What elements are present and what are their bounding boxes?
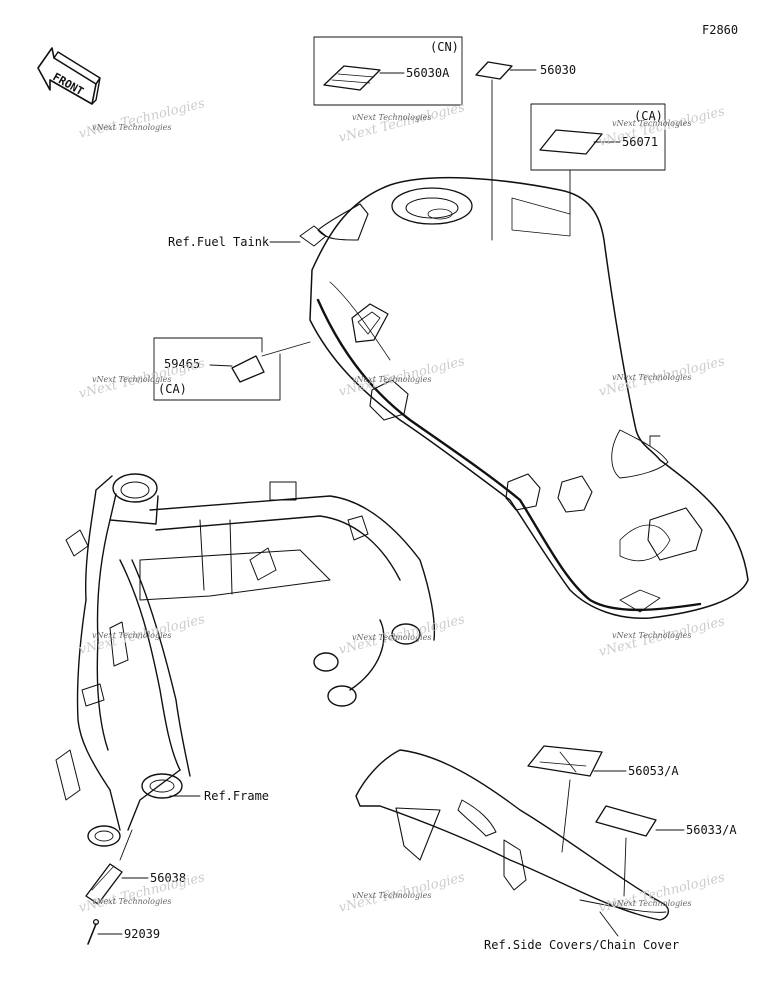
part-group-56053a: 56053/A [527,745,679,853]
watermark-text: vNext Technologies [352,633,431,642]
ref-frame-label[interactable]: Ref.Frame [204,789,269,803]
ref-fuel-tank-label[interactable]: Ref.Fuel Taink [168,235,270,249]
part-number-56053a[interactable]: 56053/A [628,764,679,778]
watermark-shadow: vNext Technologies [337,100,466,146]
frame-drawing: Ref.Frame [55,473,436,847]
watermark-text: vNext Technologies [352,375,431,384]
part-group-56030: 56030 [475,61,576,241]
part-group-56071: (CA) 56071 [530,103,666,215]
part-number-56030a[interactable]: 56030A [406,66,450,80]
part-number-56071[interactable]: 56071 [622,135,658,149]
part-group-56038: 56038 [85,829,186,905]
watermark-text: vNext Technologies [352,891,431,900]
region-ca-label-top: (CA) [634,109,663,123]
watermark-text: vNext Technologies [612,631,691,640]
watermark-text: vNext Technologies [92,897,171,906]
chain-cover-drawing: Ref.Side Covers/Chain Cover [355,749,679,952]
part-group-92039: 92039 [87,918,160,945]
watermark-shadow: vNext Technologies [597,870,726,916]
part-group-59465: 59465 (CA) [153,337,311,401]
watermark-text: vNext Technologies [92,631,171,640]
fuel-tank-drawing: Ref.Fuel Taink [168,176,749,619]
part-group-56030a: (CN) 56030A [313,36,463,106]
part-group-56033a: 56033/A [595,805,737,897]
region-cn-label: (CN) [430,40,459,54]
part-number-56033a[interactable]: 56033/A [686,823,737,837]
watermark-layer: vNext Technologies vNext Technologies vN… [77,96,726,916]
part-number-59465[interactable]: 59465 [164,357,200,371]
watermark-text: vNext Technologies [612,899,691,908]
watermark-text: vNext Technologies [612,119,691,128]
watermark-text: vNext Technologies [352,113,431,122]
region-ca-label-left: (CA) [158,382,187,396]
diagram-code: F2860 [702,23,738,37]
part-number-56038[interactable]: 56038 [150,871,186,885]
watermark-text: vNext Technologies [92,375,171,384]
part-number-56030[interactable]: 56030 [540,63,576,77]
watermark-shadow: vNext Technologies [77,96,206,142]
part-number-92039[interactable]: 92039 [124,927,160,941]
watermark-text: vNext Technologies [92,123,171,132]
front-arrow-icon: FRONT [37,47,101,105]
watermark-text: vNext Technologies [612,373,691,382]
ref-side-covers-label[interactable]: Ref.Side Covers/Chain Cover [484,938,679,952]
